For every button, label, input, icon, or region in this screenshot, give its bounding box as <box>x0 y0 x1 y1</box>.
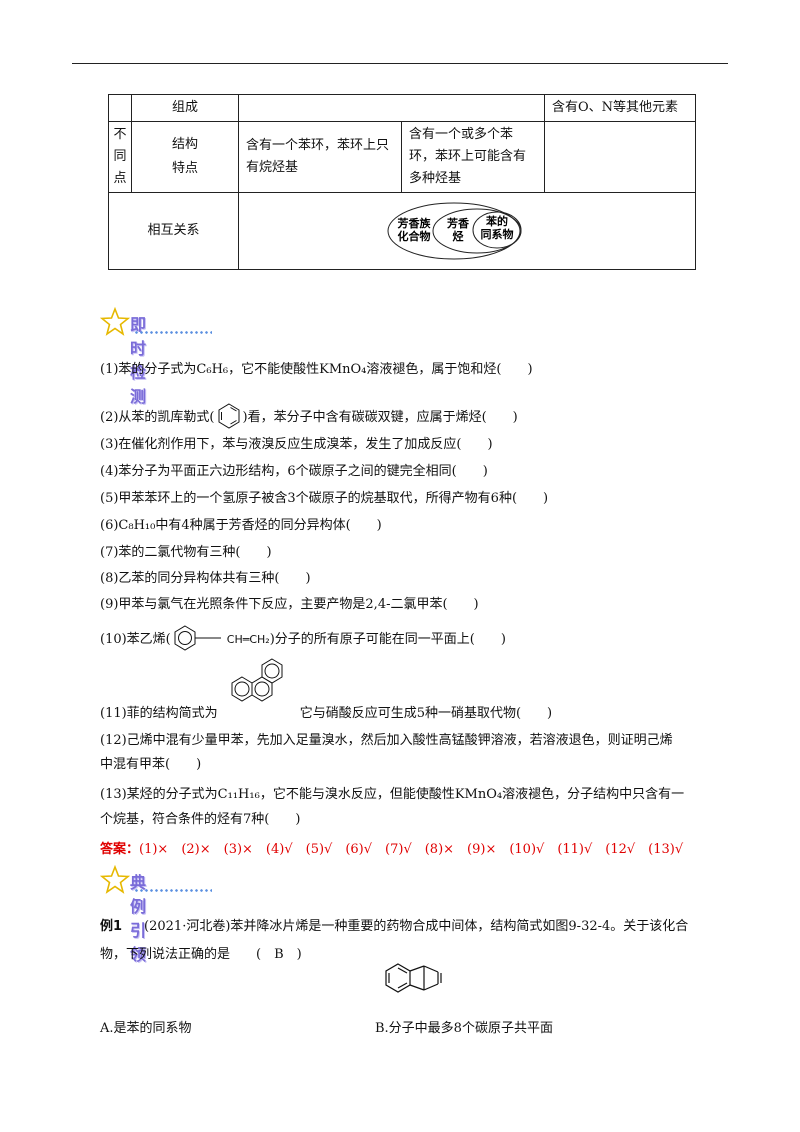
row-structure-benzene-homolog: 含有一个苯环，苯环上只有烷烃基 <box>238 121 402 193</box>
venn-outer-label: 芳香族化合物 <box>398 216 432 243</box>
question-12-line-1: (12)己烯中混有少量甲苯，先加入足量溴水，然后加入酸性高锰酸钾溶液，若溶液退色… <box>100 733 673 748</box>
question-2: (2)从苯的凯库勒式( )看，苯分子中含有碳碳双键，应属于烯烃( ) <box>100 402 518 430</box>
question-11: (11)菲的结构简式为 它与硝酸反应可生成5种一硝基取代物( ) <box>100 702 552 721</box>
example-line-1: 例1 (2021·河北卷)苯并降冰片烯是一种重要的药物合成中间体，结构简式如图9-… <box>100 915 688 934</box>
question-10-part-b: )分子的所有原子可能在同一平面上( ) <box>269 632 506 647</box>
question-2-part-b: )看，苯分子中含有碳碳双键，应属于烯烃( ) <box>242 410 518 425</box>
row-composition-aromatic-compound: 含有O、N等其他元素 <box>544 94 696 122</box>
question-3: (3)在催化剂作用下，苯与液溴反应生成溴苯，发生了加成反应( ) <box>100 437 493 452</box>
row-relation-diagram-cell: 芳香族化合物 芳香烃 苯的同系物 <box>238 192 696 270</box>
phenanthrene-structure <box>231 658 283 702</box>
question-5: (5)甲苯苯环上的一个氢原子被含3个碳原子的烷基取代，所得产物有6种( ) <box>100 491 549 506</box>
question-1: (1)苯的分子式为C₆H₆，它不能使酸性KMnO₄溶液褪色，属于饱和烃( ) <box>100 362 533 377</box>
venn-inner-ellipse <box>472 211 522 249</box>
kekule-benzene-structure <box>218 403 239 429</box>
section-title-text: 典例引领 <box>130 873 148 964</box>
example-line-2: 物，下列说法正确的是 ( B ) <box>100 947 302 962</box>
star-icon <box>100 307 130 336</box>
example-label: 例1 <box>100 919 123 934</box>
styrene-ring-structure <box>174 625 221 651</box>
question-11-part-a: (11)菲的结构简式为 <box>100 706 218 721</box>
question-9: (9)甲苯与氯气在光照条件下反应，主要产物是2,4-二氯甲苯( ) <box>100 597 479 612</box>
question-2-part-a: (2)从苯的凯库勒式( <box>100 410 215 425</box>
benzonorbornene-structure <box>385 963 442 993</box>
comparison-table: 组成 含有O、N等其他元素 不同点 结构特点 含有一个苯环，苯环上只有烷烃基 含… <box>108 94 696 270</box>
row-composition-benzene-homolog <box>238 94 545 122</box>
question-13-line-2: 个烷基，符合条件的烃有7种( ) <box>100 812 301 827</box>
question-10: (10)苯乙烯( CH═CH₂)分子的所有原子可能在同一平面上( ) <box>100 624 506 652</box>
question-13-line-1: (13)某烃的分子式为C₁₁H₁₆，它不能与溴水反应，但能使酸性KMnO₄溶液褪… <box>100 787 685 802</box>
question-4: (4)苯分子为平面正六边形结构，6个碳原子之间的键完全相同( ) <box>100 464 488 479</box>
star-icon <box>100 865 130 894</box>
header-rule <box>72 63 728 64</box>
relation-venn-diagram: 芳香族化合物 芳香烃 苯的同系物 <box>387 202 522 260</box>
question-8: (8)乙苯的同分异构体共有三种( ) <box>100 571 311 586</box>
styrene-vinyl-group: CH═CH₂ <box>226 633 270 646</box>
row-structure-aromatic-compound <box>544 121 696 193</box>
section-title-text: 即时检测 <box>130 315 148 406</box>
row-relation-label: 相互关系 <box>108 192 239 270</box>
answer-label: 答案： <box>100 842 140 857</box>
answer-text: (1)× (2)× (3)× (4)√ (5)√ (6)√ (7)√ (8)× … <box>139 842 684 857</box>
question-12-line-2: 中混有甲苯( ) <box>100 757 202 772</box>
diff-label: 不同点 <box>108 121 132 193</box>
example-stem-part-1: (2021·河北卷)苯并降冰片烯是一种重要的药物合成中间体，结构简式如图9-32… <box>144 919 689 934</box>
table-corner-cell <box>108 94 132 122</box>
question-6: (6)C₈H₁₀中有4种属于芳香烃的同分异构体( ) <box>100 518 382 533</box>
question-7: (7)苯的二氯代物有三种( ) <box>100 545 272 560</box>
answer-line: 答案：(1)× (2)× (3)× (4)√ (5)√ (6)√ (7)√ (8… <box>100 838 683 857</box>
question-11-part-b: 它与硝酸反应可生成5种一硝基取代物( ) <box>299 706 553 721</box>
section-title-dots <box>134 889 212 892</box>
option-b: B.分子中最多8个碳原子共平面 <box>375 1021 553 1036</box>
option-a: A.是苯的同系物 <box>100 1021 192 1036</box>
venn-middle-label: 芳香烃 <box>447 216 470 243</box>
venn-outer-ellipse <box>387 202 521 260</box>
row-composition-label: 组成 <box>131 94 239 122</box>
section-title-dots <box>134 331 212 334</box>
venn-inner-label: 苯的同系物 <box>481 214 514 241</box>
row-structure-label: 结构特点 <box>131 121 239 193</box>
question-10-part-a: (10)苯乙烯( <box>100 632 171 647</box>
row-structure-aromatic-hydrocarbon: 含有一个或多个苯环，苯环上可能含有多种烃基 <box>401 121 545 193</box>
